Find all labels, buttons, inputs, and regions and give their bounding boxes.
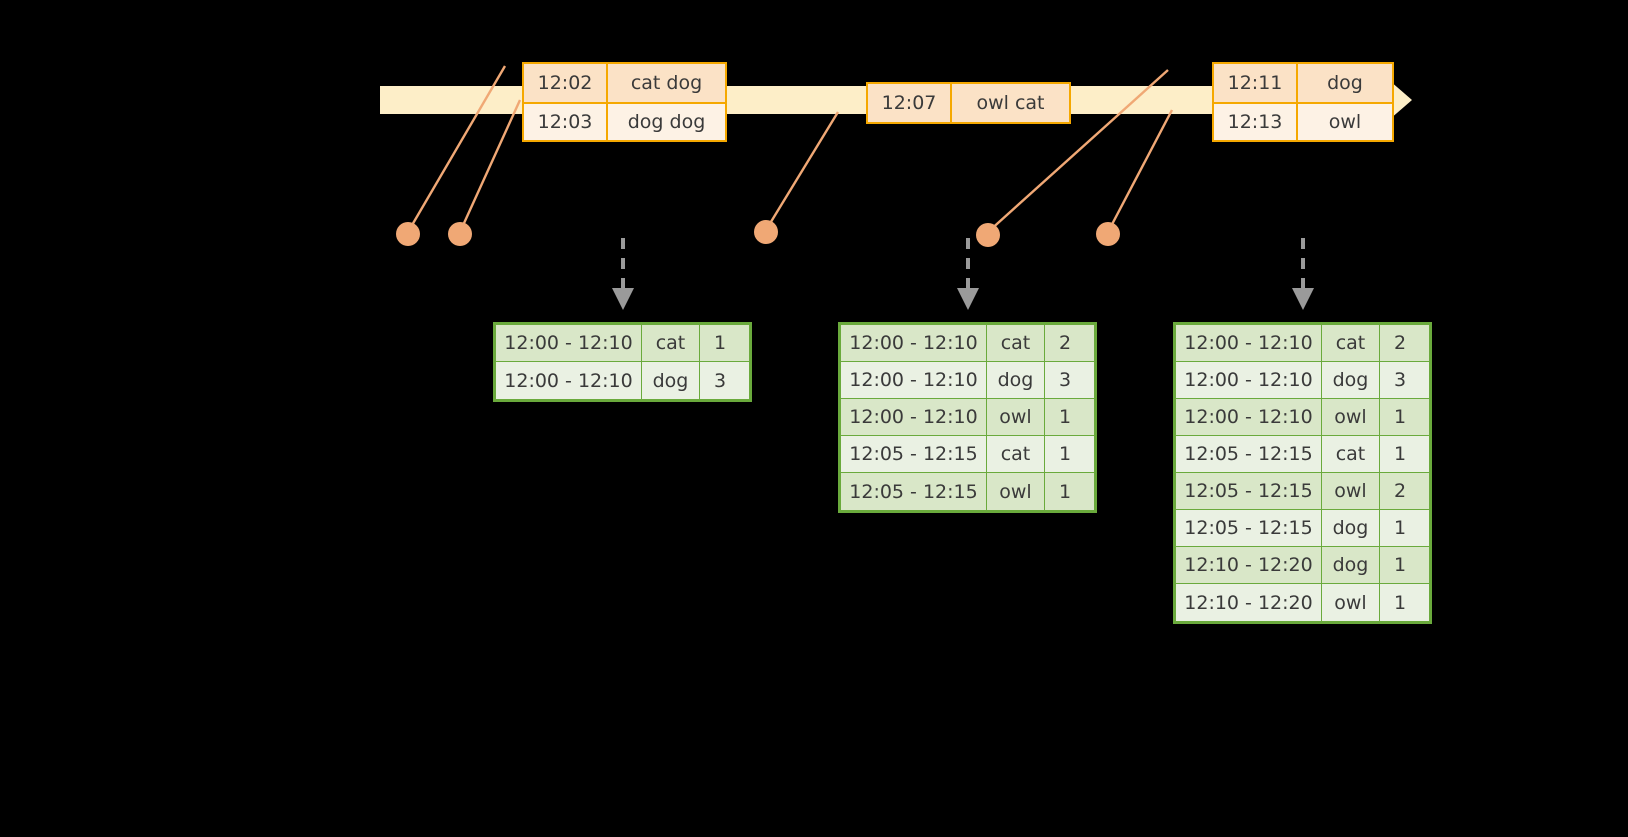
cell-window: 12:00 - 12:10 [841, 399, 987, 435]
cell-count: 1 [1393, 517, 1407, 539]
cell-key: cat [987, 325, 1045, 361]
cell-window: 12:05 - 12:15 [1176, 510, 1322, 546]
cell-window: 12:05 - 12:15 [1176, 473, 1322, 509]
cell-key: owl [1322, 399, 1380, 435]
table-row: 12:00 - 12:10 cat 1 [496, 325, 749, 362]
result-table-2: 12:00 - 12:10 cat 2 12:00 - 12:10 dog 3 … [838, 322, 1097, 513]
table-row: 12:00 - 12:10 dog 3 [1176, 362, 1429, 399]
cell-window: 12:00 - 12:10 [1176, 399, 1322, 435]
emit-arrow-2 [957, 238, 979, 310]
event-time: 12:07 [868, 84, 952, 122]
cell-count: 1 [713, 332, 727, 354]
event-box-1: 12:02 cat dog 12:03 dog dog [522, 62, 727, 142]
cell-count: 1 [1058, 480, 1072, 503]
cell-window: 12:10 - 12:20 [1176, 584, 1322, 621]
event-value: owl [1328, 111, 1362, 133]
table-row: 12:00 - 12:10 cat 2 [1176, 325, 1429, 362]
cell-key: owl [1322, 584, 1380, 621]
cell-key: cat [1322, 436, 1380, 472]
result-table-1: 12:00 - 12:10 cat 1 12:00 - 12:10 dog 3 [493, 322, 752, 402]
event-row: 12:11 dog [1214, 64, 1392, 102]
table-row: 12:05 - 12:15 dog 1 [1176, 510, 1429, 547]
cell-count: 1 [1393, 591, 1407, 614]
event-value: owl cat [976, 92, 1045, 114]
marker-dot-2 [448, 222, 472, 246]
cell-count: 2 [1058, 332, 1072, 354]
cell-key: dog [987, 362, 1045, 398]
result-table-3: 12:00 - 12:10 cat 2 12:00 - 12:10 dog 3 … [1173, 322, 1432, 624]
cell-count: 2 [1393, 480, 1407, 502]
emit-arrow-3 [1292, 238, 1314, 310]
cell-window: 12:00 - 12:10 [1176, 362, 1322, 398]
event-value: dog [1327, 72, 1363, 94]
event-row: 12:03 dog dog [524, 102, 725, 140]
cell-window: 12:00 - 12:10 [1176, 325, 1322, 361]
cell-count: 1 [1393, 406, 1407, 428]
table-row: 12:05 - 12:15 owl 2 [1176, 473, 1429, 510]
cell-count: 1 [1393, 554, 1407, 576]
event-box-3: 12:11 dog 12:13 owl [1212, 62, 1394, 142]
event-value: cat dog [630, 72, 703, 94]
cell-key: owl [1322, 473, 1380, 509]
table-row: 12:05 - 12:15 cat 1 [1176, 436, 1429, 473]
event-row: 12:07 owl cat [868, 84, 1069, 122]
marker-dot-4 [976, 223, 1000, 247]
cell-key: dog [642, 362, 700, 399]
event-time: 12:02 [524, 64, 608, 102]
event-box-2: 12:07 owl cat [866, 82, 1071, 124]
cell-window: 12:00 - 12:10 [841, 362, 987, 398]
table-row: 12:00 - 12:10 owl 1 [841, 399, 1094, 436]
cell-key: cat [642, 325, 700, 361]
marker-dots [396, 220, 1120, 247]
marker-dot-5 [1096, 222, 1120, 246]
emit-arrow-1 [612, 238, 634, 310]
cell-key: owl [987, 399, 1045, 435]
cell-window: 12:05 - 12:15 [841, 473, 987, 510]
marker-dot-1 [396, 222, 420, 246]
cell-window: 12:05 - 12:15 [841, 436, 987, 472]
cell-window: 12:05 - 12:15 [1176, 436, 1322, 472]
table-row: 12:00 - 12:10 dog 3 [841, 362, 1094, 399]
cell-count: 1 [1058, 406, 1072, 428]
emit-arrows [612, 238, 1314, 310]
cell-window: 12:00 - 12:10 [496, 362, 642, 399]
cell-count: 1 [1058, 443, 1072, 465]
marker-dot-3 [754, 220, 778, 244]
cell-count: 1 [1393, 443, 1407, 465]
event-time: 12:03 [524, 104, 608, 140]
event-time: 12:11 [1214, 64, 1298, 102]
event-value: dog dog [627, 111, 706, 133]
cell-window: 12:00 - 12:10 [841, 325, 987, 361]
event-row: 12:13 owl [1214, 102, 1392, 140]
table-row: 12:00 - 12:10 dog 3 [496, 362, 749, 399]
cell-count: 3 [1058, 369, 1072, 391]
event-time: 12:13 [1214, 104, 1298, 140]
cell-key: cat [1322, 325, 1380, 361]
cell-count: 2 [1393, 332, 1407, 354]
event-row: 12:02 cat dog [524, 64, 725, 102]
table-row: 12:10 - 12:20 owl 1 [1176, 584, 1429, 621]
cell-key: cat [987, 436, 1045, 472]
cell-count: 3 [713, 369, 727, 392]
cell-window: 12:10 - 12:20 [1176, 547, 1322, 583]
table-row: 12:05 - 12:15 owl 1 [841, 473, 1094, 510]
table-row: 12:05 - 12:15 cat 1 [841, 436, 1094, 473]
cell-key: owl [987, 473, 1045, 510]
cell-key: dog [1322, 510, 1380, 546]
table-row: 12:00 - 12:10 owl 1 [1176, 399, 1429, 436]
table-row: 12:10 - 12:20 dog 1 [1176, 547, 1429, 584]
cell-window: 12:00 - 12:10 [496, 325, 642, 361]
cell-count: 3 [1393, 369, 1407, 391]
table-row: 12:00 - 12:10 cat 2 [841, 325, 1094, 362]
cell-key: dog [1322, 547, 1380, 583]
cell-key: dog [1322, 362, 1380, 398]
